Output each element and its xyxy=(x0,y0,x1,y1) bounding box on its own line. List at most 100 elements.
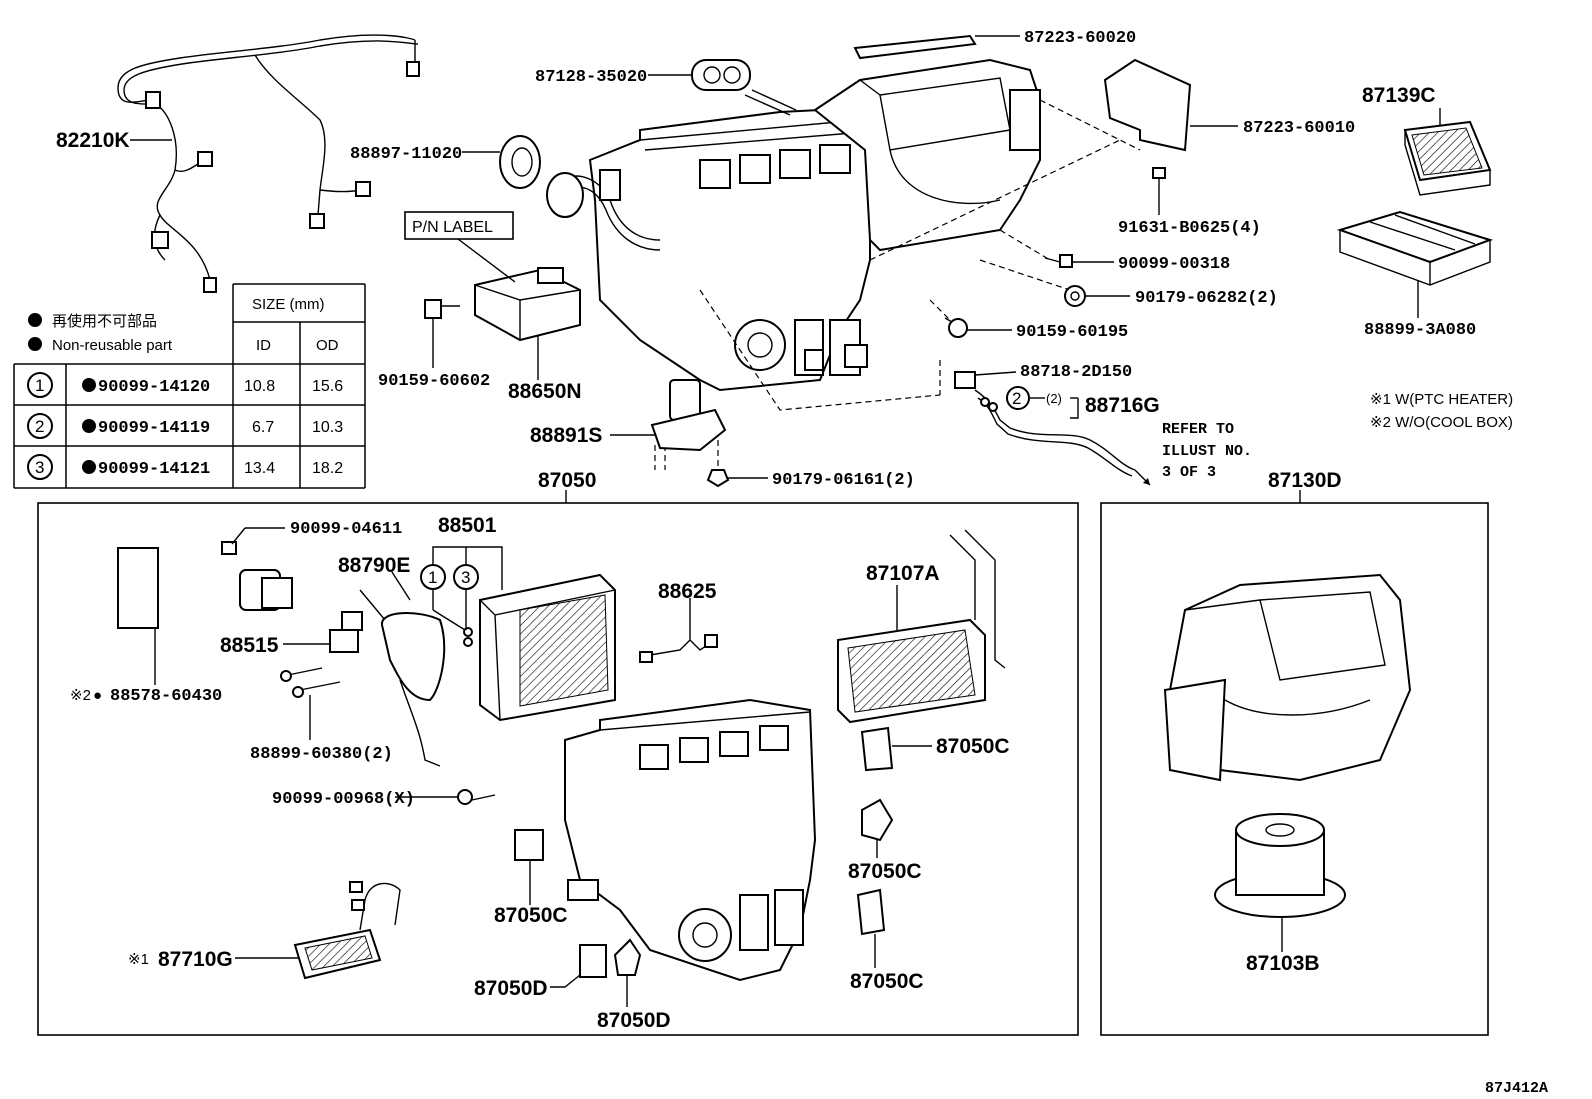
block-87050c-c xyxy=(856,888,886,936)
size-row-1-od: 15.6 xyxy=(312,378,343,395)
refer-note-line3: 3 OF 3 xyxy=(1162,464,1216,481)
label-87050d-1: 87050D xyxy=(474,977,548,1000)
size-row-2-num: 2 xyxy=(35,417,44,436)
block-87050d-a xyxy=(579,944,607,978)
note-mark-2: ※2 xyxy=(70,687,91,704)
sensor-88515 xyxy=(329,611,363,653)
label-87050c-3: 87050C xyxy=(494,904,568,927)
label-88897-11020: 88897-11020 xyxy=(350,145,462,164)
label-88501: 88501 xyxy=(438,514,497,537)
circle-mark-2: 2 xyxy=(1012,389,1021,408)
grommet-88897 xyxy=(499,135,541,189)
circle-mark-3-evap: 3 xyxy=(461,568,470,587)
block-87050c-b xyxy=(861,798,894,842)
label-88625: 88625 xyxy=(658,580,717,603)
label-87710g: 87710G xyxy=(158,948,233,971)
hvac-main-assembly-top xyxy=(546,58,1141,470)
pn-label-text: P/N LABEL xyxy=(412,219,493,236)
actuator-88891s xyxy=(650,379,727,452)
label-87050: 87050 xyxy=(538,469,596,492)
hvac-unit-87050 xyxy=(564,698,817,982)
screw-91631 xyxy=(1152,167,1166,195)
label-90179-06161: 90179-06161(2) xyxy=(772,471,915,490)
valve-88790e xyxy=(359,589,446,767)
size-row-2-od: 10.3 xyxy=(312,419,343,436)
ring-label-2: (2) xyxy=(1046,391,1062,406)
wire-harness-82210k xyxy=(117,34,420,293)
sensor-88718 xyxy=(954,371,976,389)
refer-note-line2: ILLUST NO. xyxy=(1162,443,1252,460)
bullet-88578: ● xyxy=(93,687,102,704)
note-ptc-heater: ※1 W(PTC HEATER) xyxy=(1370,391,1513,408)
nut-90179-06161 xyxy=(706,469,730,488)
size-table-header: SIZE (mm) xyxy=(252,296,325,313)
legend-en: Non-reusable part xyxy=(52,337,173,354)
screws-88899-60380 xyxy=(280,667,341,698)
size-row-3-od: 18.2 xyxy=(312,460,343,477)
label-90159-60602: 90159-60602 xyxy=(378,372,490,391)
size-row-1-id: 10.8 xyxy=(244,378,275,395)
label-87223-60010: 87223-60010 xyxy=(1243,119,1355,138)
pad-88578 xyxy=(117,547,159,629)
seal-87128 xyxy=(691,59,751,91)
label-87139c: 87139C xyxy=(1362,84,1436,107)
label-82210k: 82210K xyxy=(56,129,130,152)
note-cool-box: ※2 W/O(COOL BOX) xyxy=(1370,414,1513,431)
size-row-3-num: 3 xyxy=(35,458,44,477)
label-90099-00318: 90099-00318 xyxy=(1118,255,1230,274)
clip-90179-06282 xyxy=(1064,285,1086,307)
label-87050c-4: 87050C xyxy=(850,970,924,993)
label-87050d-2: 87050D xyxy=(597,1009,671,1032)
note-mark-1: ※1 xyxy=(128,951,149,968)
block-87050c-a xyxy=(860,726,894,772)
size-row-1-part: 90099-14120 xyxy=(98,378,210,397)
diagram-id: 87J412A xyxy=(1485,1080,1548,1097)
size-table: SIZE (mm) ID OD 1 90099-14120 10.8 15.6 … xyxy=(13,283,366,489)
circle-mark-1-evap: 1 xyxy=(428,568,437,587)
size-row-2-id: 6.7 xyxy=(252,419,274,436)
label-88891s: 88891S xyxy=(530,424,602,447)
filter-case-88899-3a080 xyxy=(1336,210,1494,286)
block-87050d-b xyxy=(613,938,642,976)
blower-housing-87130d xyxy=(1163,573,1412,782)
label-88716g: 88716G xyxy=(1085,394,1160,417)
label-88578-60430: 88578-60430 xyxy=(110,687,222,706)
assembly-box-87050 xyxy=(37,502,1079,1036)
label-88790e: 88790E xyxy=(338,554,410,577)
label-90099-00968: 90099-00968(X) xyxy=(272,790,415,809)
servo-motor xyxy=(221,541,293,611)
refer-note-line1: REFER TO xyxy=(1162,421,1234,438)
size-row-3-id: 13.4 xyxy=(244,460,275,477)
assembly-box-87130d xyxy=(1100,502,1489,1036)
legend-jp: 再使用不可部品 xyxy=(52,313,157,330)
screw-90159-60602 xyxy=(424,299,460,319)
label-87050c-2: 87050C xyxy=(848,860,922,883)
label-88650n: 88650N xyxy=(508,380,582,403)
label-88899-60380: 88899-60380(2) xyxy=(250,745,393,764)
screw-90099-00318 xyxy=(1044,254,1073,268)
filter-87139c xyxy=(1403,120,1492,196)
part-labels: 82210K 87128-35020 87223-60020 87223-600… xyxy=(56,29,1548,1097)
label-90179-06282: 90179-06282(2) xyxy=(1135,289,1278,308)
heater-core-87107a xyxy=(837,529,1006,724)
label-88515: 88515 xyxy=(220,634,279,657)
evaporator-88501 xyxy=(479,573,616,722)
size-row-1-num: 1 xyxy=(35,376,44,395)
label-87223-60020: 87223-60020 xyxy=(1024,29,1136,48)
label-90099-04611: 90099-04611 xyxy=(290,520,402,539)
label-87128-35020: 87128-35020 xyxy=(535,68,647,87)
cover-87223-60010 xyxy=(1103,58,1192,152)
label-91631-b0625: 91631-B0625(4) xyxy=(1118,219,1261,238)
leader-lines xyxy=(130,35,1441,1007)
ptc-heater-87710g xyxy=(293,881,401,980)
module-88650n xyxy=(474,267,581,342)
label-88899-3a080: 88899-3A080 xyxy=(1364,321,1476,340)
size-table-col-id: ID xyxy=(256,337,271,354)
size-table-col-od: OD xyxy=(316,337,339,354)
label-87103b: 87103B xyxy=(1246,952,1320,975)
label-87050c-1: 87050C xyxy=(936,735,1010,758)
label-87130d: 87130D xyxy=(1268,469,1342,492)
pipe-88716g xyxy=(974,389,1151,486)
legend: 再使用不可部品 Non-reusable part xyxy=(28,313,173,354)
